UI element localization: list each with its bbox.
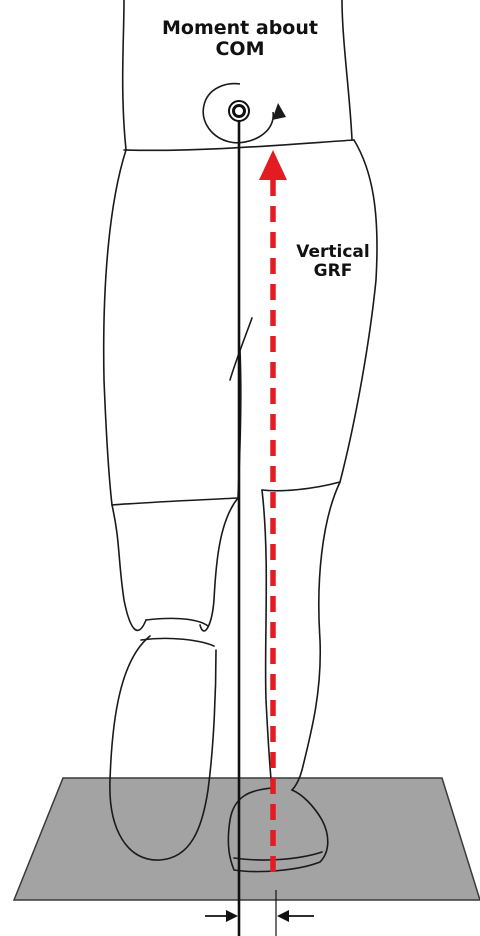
- com-marker-icon: [229, 101, 249, 121]
- moment-arrowhead-icon: [272, 103, 286, 120]
- moment-about-com-label: Moment about COM: [130, 18, 350, 61]
- left-leg-outline: [112, 505, 146, 630]
- moment-label-line2: COM: [130, 39, 350, 60]
- grf-label-line2: GRF: [278, 262, 388, 281]
- body-outline: [104, 0, 377, 872]
- torso-outline: [123, 0, 126, 150]
- vertical-grf-label: Vertical GRF: [278, 243, 388, 281]
- moment-label-line1: Moment about: [130, 18, 350, 39]
- grf-label-line1: Vertical: [278, 243, 388, 262]
- right-leg-outline: [262, 490, 272, 790]
- force-plate: [14, 778, 480, 900]
- grf-arrowhead-icon: [259, 150, 287, 180]
- shorts-outline: [104, 150, 238, 505]
